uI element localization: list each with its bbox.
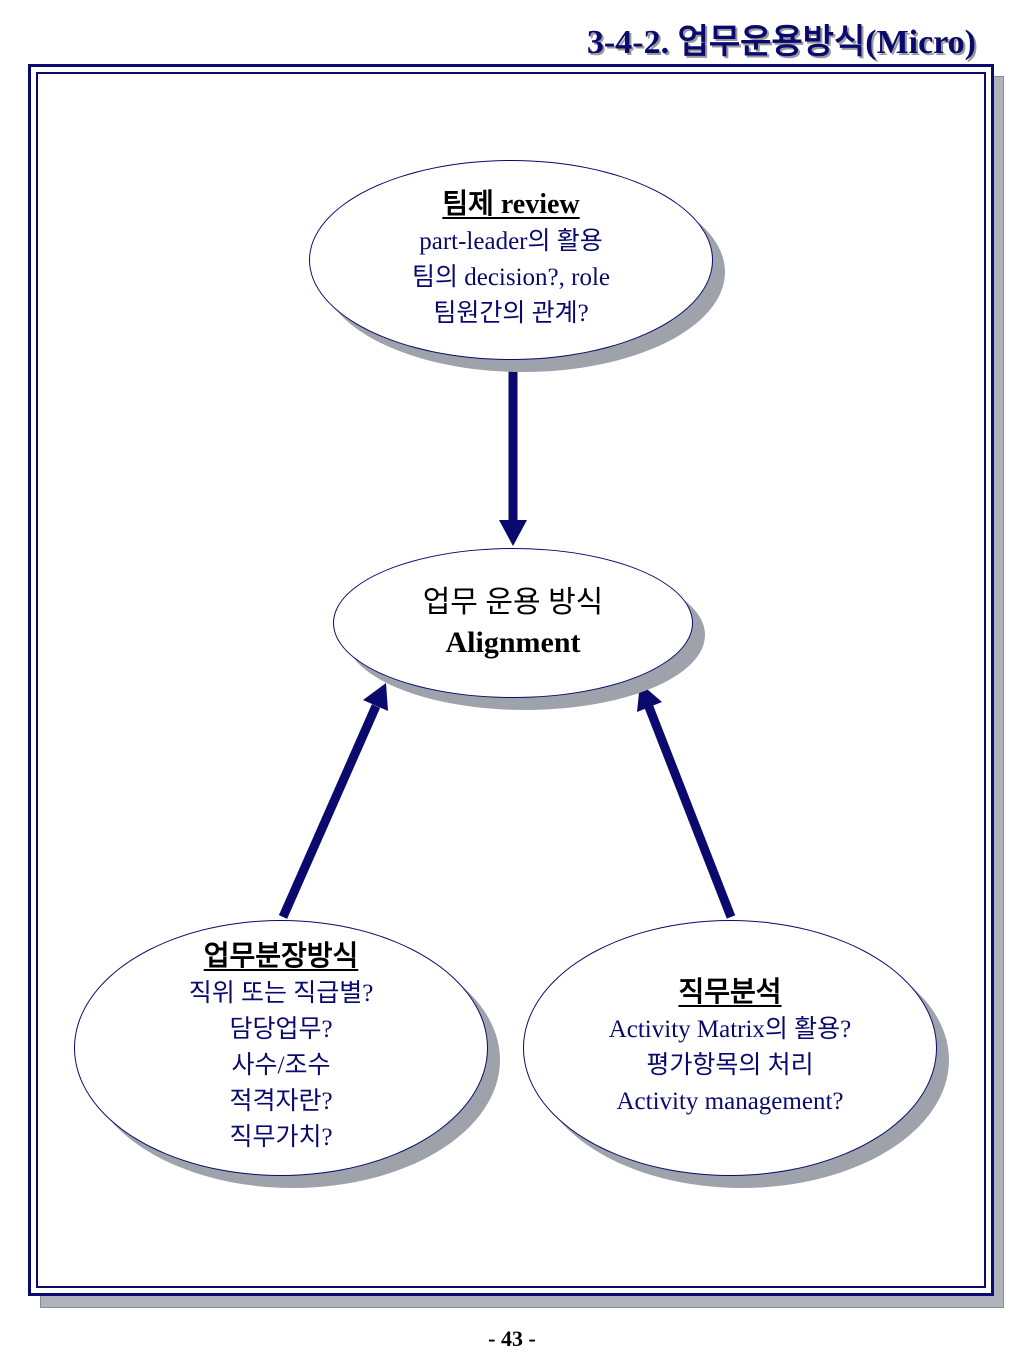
node-title: 직무분석 [678,977,782,1009]
node-line: 담당업무? [229,1015,333,1043]
node-job-analysis: 직무분석 Activity Matrix의 활용? 평가항목의 처리 Activ… [523,920,937,1176]
node-alignment: 업무 운용 방식 Alignment [333,548,693,698]
arrow-top-to-center [499,365,527,546]
page-number: - 43 - [488,1326,536,1351]
arrow-left-to-center [278,683,388,919]
node-line: 직위 또는 직급별? [188,979,374,1007]
page-title: 3-4-2. 업무운용방식(Micro) [586,24,976,61]
node-job-assignment: 업무분장방식 직위 또는 직급별? 담당업무? 사수/조수 적격자란? 직무가치… [74,920,488,1176]
node-line: 팀원간의 관계? [433,299,589,327]
node-line: 평가항목의 처리 [646,1051,814,1079]
node-title: 팀제 review [442,189,580,221]
node-line: 적격자란? [229,1087,333,1115]
node-line: 팀의 decision?, role [411,263,611,291]
node-line: 사수/조수 [231,1051,331,1079]
diagram-frame-inner-border [36,72,986,1288]
node-line: Activity Matrix의 활용? [608,1015,852,1043]
center-line-1: 업무 운용 방식 [422,586,604,619]
node-line: Activity management? [616,1087,844,1115]
center-line-2: Alignment [445,626,581,659]
node-line: 직무가치? [229,1123,333,1151]
arrow-right-to-center [637,683,736,919]
node-team-review: 팀제 review part-leader의 활용 팀의 decision?, … [309,160,713,360]
node-title: 업무분장방식 [203,941,359,973]
node-line: part-leader의 활용 [419,227,603,255]
